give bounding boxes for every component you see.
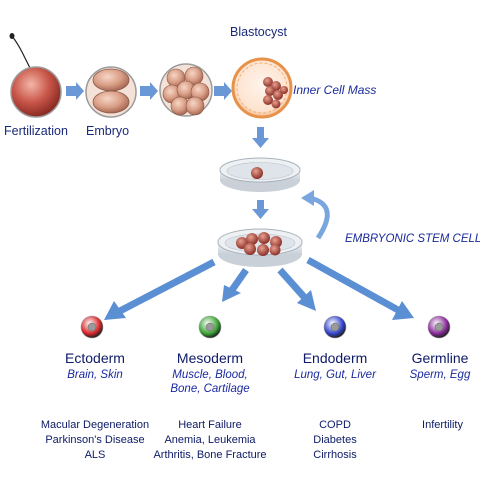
disease-germline-1: Infertility — [422, 419, 463, 431]
arrow-to-dish — [252, 127, 269, 148]
endoderm-cell-icon — [323, 315, 347, 339]
germline-cell-icon — [427, 315, 451, 339]
blastocyst-label: Blastocyst — [230, 25, 287, 39]
fertilization-cell-icon — [9, 33, 62, 118]
lineage-title-endoderm: Endoderm — [302, 350, 368, 366]
lineage-tissues-germline: Sperm, Egg — [409, 369, 471, 381]
disease-mesoderm-2: Anemia, Leukemia — [164, 434, 256, 446]
lineage-title-germline: Germline — [411, 350, 469, 366]
stage-arrow-1 — [66, 82, 84, 100]
stem-cell-dish-icon — [217, 228, 303, 267]
lineage-tissues-mesoderm-2: Bone, Cartilage — [170, 383, 250, 395]
disease-endoderm-1: COPD — [319, 419, 351, 431]
disease-ectoderm-2: Parkinson's Disease — [45, 434, 145, 446]
disease-mesoderm-1: Heart Failure — [178, 419, 242, 431]
self-renewal-arrow-icon — [301, 190, 330, 240]
lineage-tissues-mesoderm-1: Muscle, Blood, — [172, 369, 248, 381]
lineage-tissues-ectoderm: Brain, Skin — [67, 369, 123, 381]
fertilization-label: Fertilization — [4, 124, 68, 138]
arrow-to-culture — [252, 200, 269, 219]
embryo-cell-icon — [85, 66, 137, 118]
mesoderm-cell-icon — [198, 315, 222, 339]
disease-endoderm-2: Diabetes — [313, 434, 357, 446]
stage-arrow-2 — [140, 82, 158, 100]
disease-mesoderm-3: Arthritis, Bone Fracture — [153, 449, 267, 461]
branch-arrow-endoderm — [277, 267, 316, 311]
blastocyst-cell-icon — [231, 57, 293, 119]
morula-cell-icon — [159, 63, 213, 117]
branch-arrow-germline — [306, 256, 414, 320]
branch-arrow-ectoderm — [104, 258, 216, 320]
lineage-tissues-endoderm: Lung, Gut, Liver — [294, 369, 376, 381]
disease-endoderm-3: Cirrhosis — [313, 449, 357, 461]
lineage-title-mesoderm: Mesoderm — [176, 350, 244, 366]
branch-arrow-mesoderm — [222, 267, 249, 302]
disease-ectoderm-3: ALS — [84, 449, 106, 461]
petri-dish-icon — [219, 157, 301, 192]
stage-arrow-3 — [214, 82, 232, 100]
disease-ectoderm-1: Macular Degeneration — [40, 419, 150, 431]
inner-cell-mass-label: Inner Cell Mass — [293, 83, 377, 97]
embryo-label: Embryo — [86, 124, 130, 138]
ectoderm-cell-icon — [80, 315, 104, 339]
embryonic-stem-cells-label: EMBRYONIC STEM CELLS — [345, 233, 480, 245]
lineage-title-ectoderm: Ectoderm — [65, 350, 125, 366]
